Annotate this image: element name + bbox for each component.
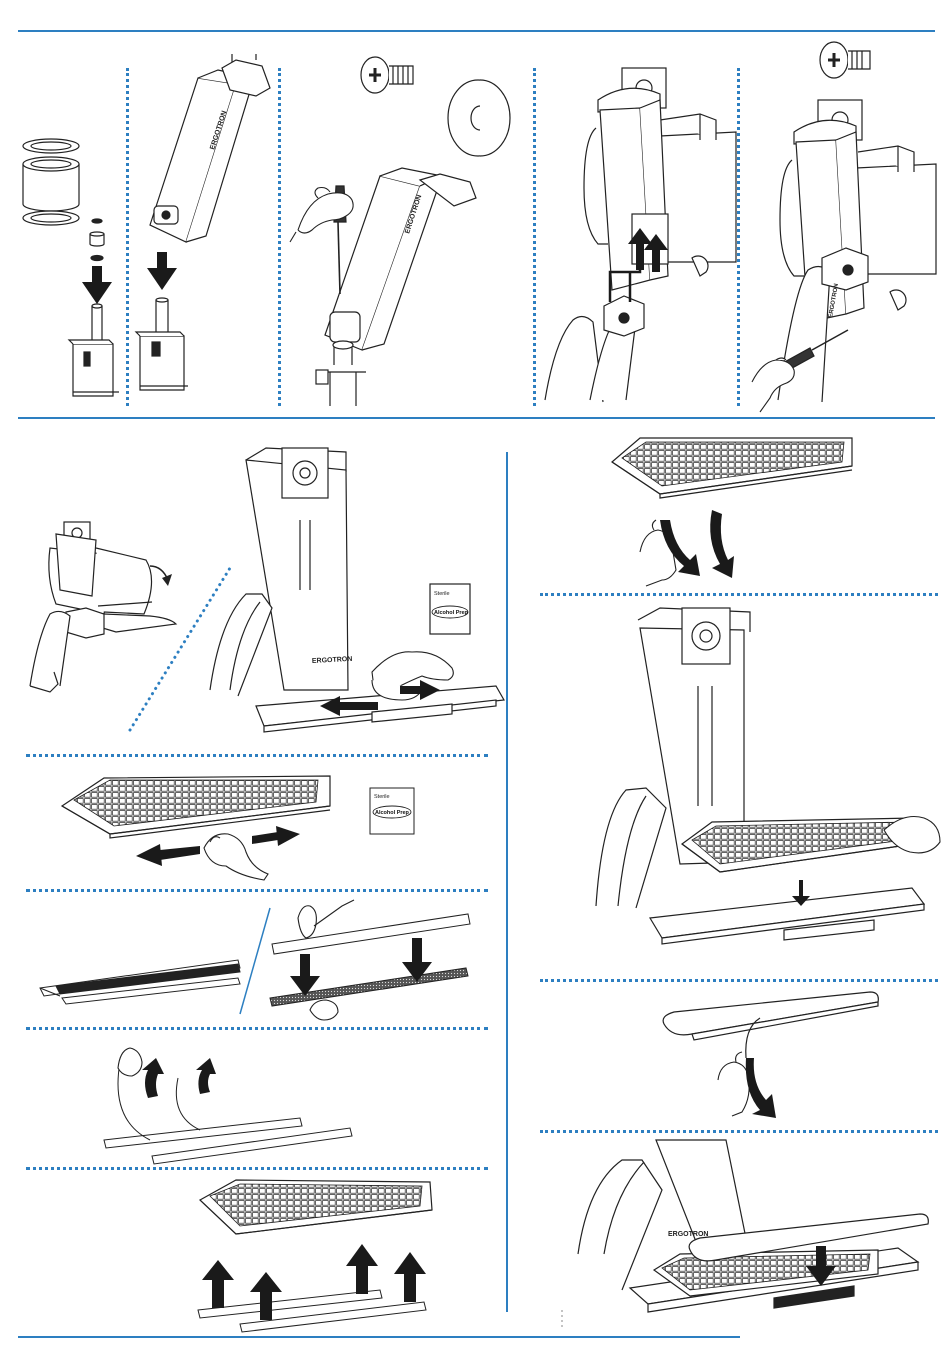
screw-icon [820, 42, 870, 78]
step-velcro-strips [40, 960, 240, 1004]
keyboard-icon [682, 818, 914, 872]
alcohol-wipe-packet: Sterile Alcohol Prep [370, 788, 414, 834]
arrow-up-icon [142, 1058, 216, 1098]
hand-icon [718, 1052, 749, 1116]
step-clean-tray [210, 448, 504, 732]
step-arm-onto-post [136, 54, 270, 390]
step-fold-head [30, 522, 176, 692]
arrow-down-icon [147, 252, 177, 290]
keyboard-icon [612, 438, 852, 498]
step-wrist-rest [663, 992, 878, 1058]
keyboard-icon [62, 776, 330, 838]
step-clamp-spacers [23, 139, 119, 396]
panel-divider [240, 908, 270, 1014]
step-strips-under [198, 1290, 426, 1332]
arrow-down-icon [82, 266, 112, 304]
wipe-top-label: Sterile [374, 794, 390, 800]
hand-icon [118, 1048, 142, 1076]
step-peel-backing [104, 1062, 352, 1164]
wipe-main-label: Alcohol Prep [434, 610, 469, 616]
keyboard-icon [200, 1180, 432, 1234]
arrow-curve-down [746, 1058, 776, 1118]
washer-icon [448, 80, 510, 156]
screw-icon [361, 57, 413, 93]
hand-icon [290, 188, 353, 243]
wipe-top-label: Sterile [434, 591, 450, 597]
tower-logo-text: ERGOTRON [668, 1231, 708, 1238]
step-place-keyboard [596, 608, 924, 944]
arrow-head [162, 574, 172, 586]
wipe-main-label: Alcohol Prep [375, 810, 410, 816]
